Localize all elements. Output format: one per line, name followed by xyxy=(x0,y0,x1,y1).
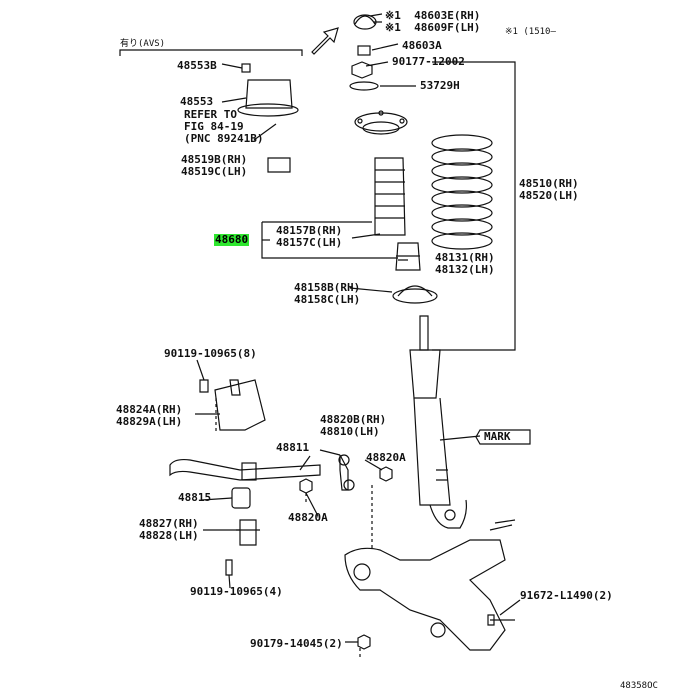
label-48815[interactable]: 48815 xyxy=(178,491,212,504)
note-date: ※1 (1510— xyxy=(505,27,556,37)
coil-spring-48510 xyxy=(431,134,493,250)
clip-48519 xyxy=(267,157,291,173)
actuator-48553 xyxy=(245,79,293,109)
insulator-48158 xyxy=(392,288,438,304)
label-48131[interactable]: 48131(RH) xyxy=(435,251,495,264)
avs-bracket xyxy=(119,49,303,56)
label-48820B[interactable]: 48820B(RH) xyxy=(320,413,387,426)
bolt-90119-bottom xyxy=(225,559,233,576)
lower-arm xyxy=(344,519,516,651)
label-48520[interactable]: 48520(LH) xyxy=(519,189,579,202)
label-48158C[interactable]: 48158C(LH) xyxy=(294,293,361,306)
label-48519C[interactable]: 48519C(LH) xyxy=(181,165,248,178)
label-48811[interactable]: 48811 xyxy=(276,441,310,454)
refer-line-3: (PNC 89241B) xyxy=(184,132,264,145)
bolt-90119-top xyxy=(199,379,209,393)
label-53729H[interactable]: 53729H xyxy=(420,79,460,92)
label-48553[interactable]: 48553 xyxy=(180,95,214,108)
refer-line-1: REFER TO xyxy=(184,108,237,121)
label-48157B[interactable]: 48157B(RH) xyxy=(276,224,343,237)
label-90119-4[interactable]: 90119-10965(4) xyxy=(190,585,283,598)
label-48157C[interactable]: 48157C(LH) xyxy=(276,236,343,249)
label-48510[interactable]: 48510(RH) xyxy=(519,177,579,190)
link-48820B xyxy=(339,454,349,491)
bolt-91672 xyxy=(487,614,515,626)
nut-48603A xyxy=(357,45,371,56)
label-90177[interactable]: 90177-12002 xyxy=(392,55,465,68)
label-48609F[interactable]: ※1 48609F(LH) xyxy=(385,21,481,34)
boot-48157 xyxy=(374,157,406,236)
washer-53729H xyxy=(349,81,379,91)
front-arrow-icon xyxy=(311,27,339,55)
label-48824A[interactable]: 48824A(RH) xyxy=(116,403,183,416)
label-48603E[interactable]: ※1 48603E(RH) xyxy=(385,9,481,22)
label-91672[interactable]: 91672-L1490(2) xyxy=(520,589,613,602)
bracket-48680 xyxy=(261,222,398,259)
bushing-48815 xyxy=(231,487,251,509)
label-48519B[interactable]: 48519B(RH) xyxy=(181,153,248,166)
note-avs: 有り(AVS) xyxy=(120,39,166,49)
label-48680[interactable]: 48680 xyxy=(214,233,250,246)
cap-48603E xyxy=(353,14,377,30)
label-48158B[interactable]: 48158B(RH) xyxy=(294,281,361,294)
mark-tag xyxy=(475,429,531,445)
label-90179[interactable]: 90179-14045(2) xyxy=(250,637,343,650)
nut-48820A-right xyxy=(379,466,393,482)
label-48553B[interactable]: 48553B xyxy=(177,59,217,72)
bumper-48131 xyxy=(395,242,421,271)
bracket-48824 xyxy=(214,379,266,431)
label-90119-8[interactable]: 90119-10965(8) xyxy=(164,347,257,360)
bracket-48827 xyxy=(236,519,260,546)
refer-line-2[interactable]: FIG 84-19 xyxy=(184,120,244,133)
shock-absorber xyxy=(409,315,481,529)
label-48827[interactable]: 48827(RH) xyxy=(139,517,199,530)
nut-90177 xyxy=(351,61,373,79)
nut-90179 xyxy=(357,634,371,650)
label-48820A-left[interactable]: 48820A xyxy=(288,511,328,524)
nut-48553B xyxy=(241,63,251,73)
label-48603A[interactable]: 48603A xyxy=(402,39,442,52)
label-48820A-right[interactable]: 48820A xyxy=(366,451,406,464)
label-48829A[interactable]: 48829A(LH) xyxy=(116,415,183,428)
label-48828[interactable]: 48828(LH) xyxy=(139,529,199,542)
drawing-id: 48358OC xyxy=(620,681,658,691)
label-mark: MARK xyxy=(484,430,511,443)
bracket-48510 xyxy=(432,61,516,351)
label-48810[interactable]: 48810(LH) xyxy=(320,425,380,438)
stabilizer-bar-48811 xyxy=(169,458,321,481)
support-upper xyxy=(354,112,408,132)
nut-48820A-left xyxy=(299,478,313,494)
label-48132[interactable]: 48132(LH) xyxy=(435,263,495,276)
